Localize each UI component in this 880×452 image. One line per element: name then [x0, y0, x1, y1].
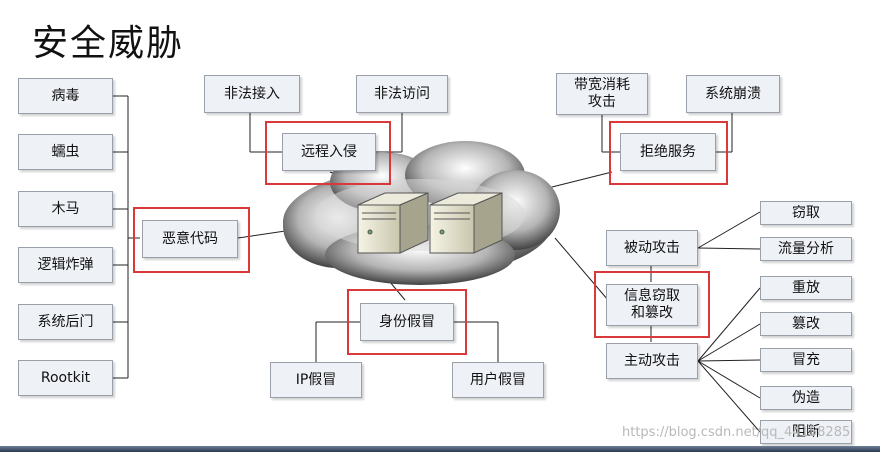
node-remote-intrusion: 远程入侵 — [282, 133, 376, 171]
node-dos: 拒绝服务 — [620, 133, 716, 171]
node-identity-spoof: 身份假冒 — [360, 303, 454, 341]
watermark: https://blog.csdn.net/qq_44158285 — [622, 425, 851, 440]
node-active-attack: 主动攻击 — [606, 343, 698, 379]
node-illegal-access: 非法接入 — [204, 75, 300, 113]
bottom-bar — [0, 446, 880, 452]
node-illegal-visit: 非法访问 — [356, 75, 448, 113]
node-trojan: 木马 — [18, 191, 113, 227]
node-virus: 病毒 — [18, 78, 113, 114]
node-traffic-analysis: 流量分析 — [760, 237, 852, 261]
node-passive-attack: 被动攻击 — [606, 230, 698, 266]
highlight-frame-dos — [609, 121, 728, 185]
node-tamper: 篡改 — [760, 312, 852, 336]
highlight-frame-identity-spoof — [347, 289, 467, 355]
node-info-theft: 信息窃取 和篡改 — [606, 284, 698, 326]
node-forge: 伪造 — [760, 386, 852, 410]
node-malicious-code: 恶意代码 — [142, 220, 238, 258]
node-backdoor: 系统后门 — [18, 304, 113, 340]
bottom-bracket-lines — [315, 281, 499, 362]
node-user-spoof: 用户假冒 — [452, 362, 544, 398]
node-logic-bomb: 逻辑炸弹 — [18, 247, 113, 283]
node-rootkit: Rootkit — [18, 360, 113, 396]
left-bracket-lines — [113, 95, 293, 379]
page-title: 安全威胁 — [32, 23, 185, 64]
node-worm: 蠕虫 — [18, 134, 113, 170]
node-steal: 窃取 — [760, 201, 852, 225]
node-ip-spoof: IP假冒 — [270, 362, 362, 398]
right-side-lines — [554, 211, 761, 433]
node-bandwidth-attack: 带宽消耗 攻击 — [556, 73, 648, 115]
top-right-bracket-lines — [547, 113, 733, 189]
server-icon — [429, 192, 503, 254]
highlight-frame-malicious-code — [133, 207, 250, 273]
node-impersonate: 冒充 — [760, 348, 852, 372]
node-block: 阻断 — [760, 420, 852, 444]
highlight-frame-remote-intrusion — [265, 121, 391, 185]
node-system-crash: 系统崩溃 — [686, 75, 780, 113]
server-icon — [357, 192, 429, 254]
node-replay: 重放 — [760, 276, 852, 300]
highlight-frame-info-theft — [594, 271, 710, 338]
